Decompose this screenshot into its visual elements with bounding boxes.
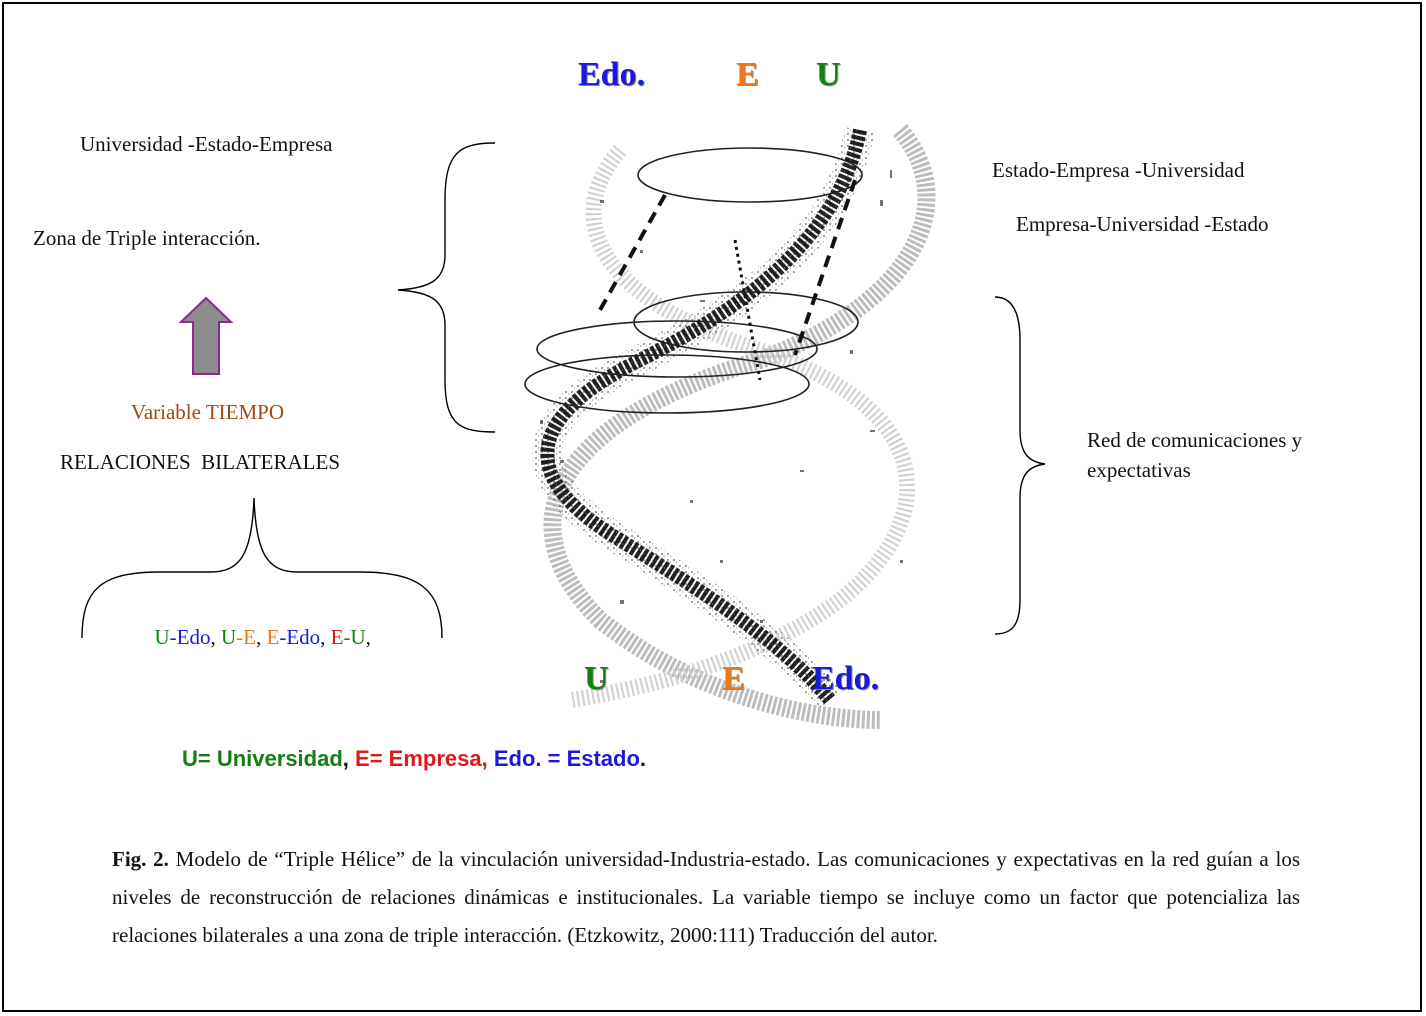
legend-e: E= Empresa, — [355, 746, 488, 771]
label-expectations: expectativas — [1087, 458, 1191, 482]
pair-4-u: -U — [343, 625, 366, 649]
legend-u: U= Universidad — [182, 746, 343, 771]
helix-strand-light — [543, 124, 936, 729]
bottom-label-e: E — [722, 660, 745, 697]
bottom-brace — [81, 497, 443, 639]
caption-text: Modelo de “Triple Hélice” de la vinculac… — [112, 847, 1300, 947]
legend-separator: , — [342, 746, 356, 771]
label-order-university-state-company: Universidad -Estado-Empresa — [80, 132, 333, 156]
caption-fig-number: Fig. 2. — [112, 847, 169, 871]
helix-noise — [540, 170, 903, 683]
right-brace — [994, 296, 1046, 635]
label-triple-interaction-zone: Zona de Triple interacción. — [33, 226, 261, 250]
dotted-connector — [733, 239, 762, 381]
top-label-e: E — [736, 56, 759, 93]
pair-separator: , — [256, 625, 267, 649]
legend-end: . — [639, 746, 647, 771]
legend: U= Universidad, E= Empresa, Edo. = Estad… — [182, 746, 646, 772]
helix-strand-light-2 — [568, 144, 916, 708]
pair-4-e: E — [330, 625, 344, 649]
legend-edo: Edo. = Estado — [493, 746, 640, 771]
pair-3-edo: -Edo — [279, 625, 321, 649]
pair-2-u: U — [221, 625, 237, 649]
label-time-variable: Variable TIEMPO — [131, 400, 284, 424]
pair-2-e: -E — [236, 625, 256, 649]
pair-1-edo: -Edo — [169, 625, 211, 649]
bilateral-pairs: U-Edo, U-E, E-Edo, E-U, — [144, 600, 371, 650]
bottom-label-edo: Edo. — [812, 660, 880, 697]
label-bilateral-relations: RELACIONES BILATERALES — [60, 450, 340, 474]
top-label-edo: Edo. — [578, 56, 646, 93]
label-order-company-university-state: Empresa-Universidad -Estado — [1016, 212, 1269, 236]
label-communication-network: Red de comunicaciones y — [1087, 428, 1303, 452]
bottom-label-u: U — [584, 660, 609, 697]
pair-separator: , — [320, 625, 331, 649]
helix-strand-grain — [532, 126, 875, 710]
pair-separator: , — [210, 625, 221, 649]
interaction-rings — [524, 147, 863, 414]
label-order-state-company-university: Estado-Empresa -Universidad — [992, 158, 1245, 182]
left-brace — [397, 142, 496, 433]
pair-3-e: E — [266, 625, 280, 649]
pair-1-u: U — [154, 625, 170, 649]
top-label-u: U — [816, 56, 841, 93]
dashed-connectors — [598, 179, 857, 356]
figure-caption: Fig. 2. Modelo de “Triple Hélice” de la … — [112, 840, 1300, 954]
time-arrow-icon — [178, 296, 234, 375]
pair-separator: , — [365, 625, 371, 649]
